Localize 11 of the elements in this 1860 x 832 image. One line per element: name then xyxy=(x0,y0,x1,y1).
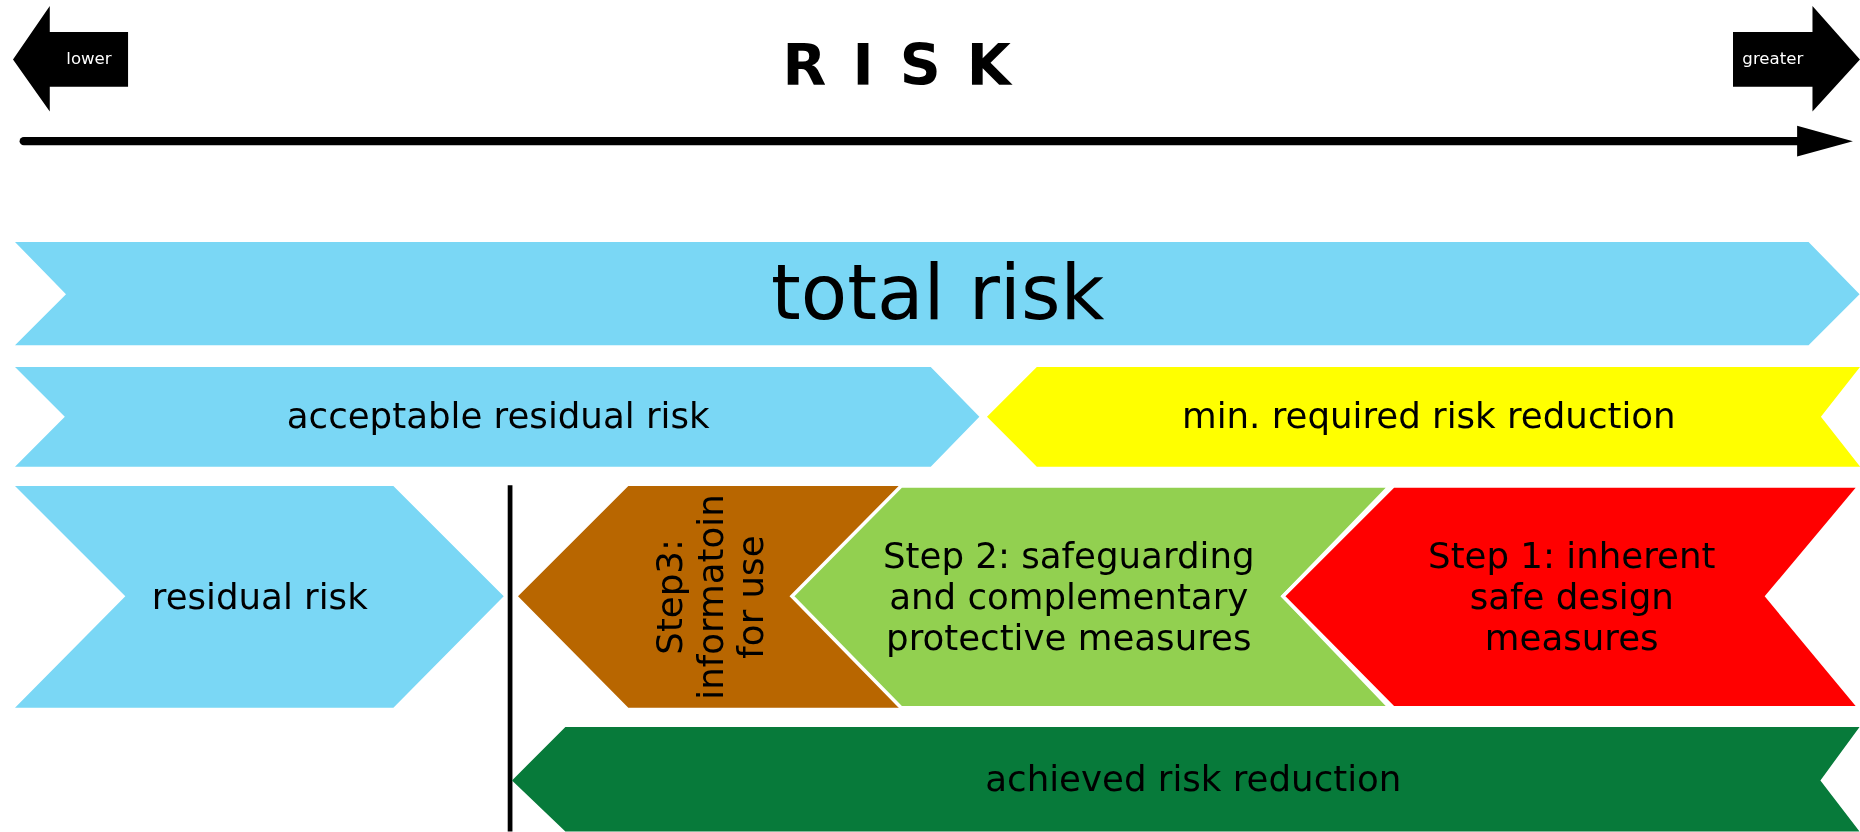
chevron-label: Step 1: inherent safe design measures xyxy=(1427,535,1717,659)
chevron-label: acceptable residual risk xyxy=(286,395,710,437)
chevron-label: Step3: informatoin for use xyxy=(649,494,772,700)
title: RISK xyxy=(782,32,1038,99)
chevron-label: Step 2: safeguarding and complementary protective measures xyxy=(882,535,1256,659)
chevron-label: min. required risk reduction xyxy=(1182,395,1676,437)
arrow-label: greater xyxy=(1742,49,1804,69)
chevron-label: total risk xyxy=(770,249,1105,338)
arrow-label: lower xyxy=(66,49,112,69)
chevron-label: residual risk xyxy=(151,576,368,618)
chevron-label: achieved risk reduction xyxy=(985,758,1402,800)
